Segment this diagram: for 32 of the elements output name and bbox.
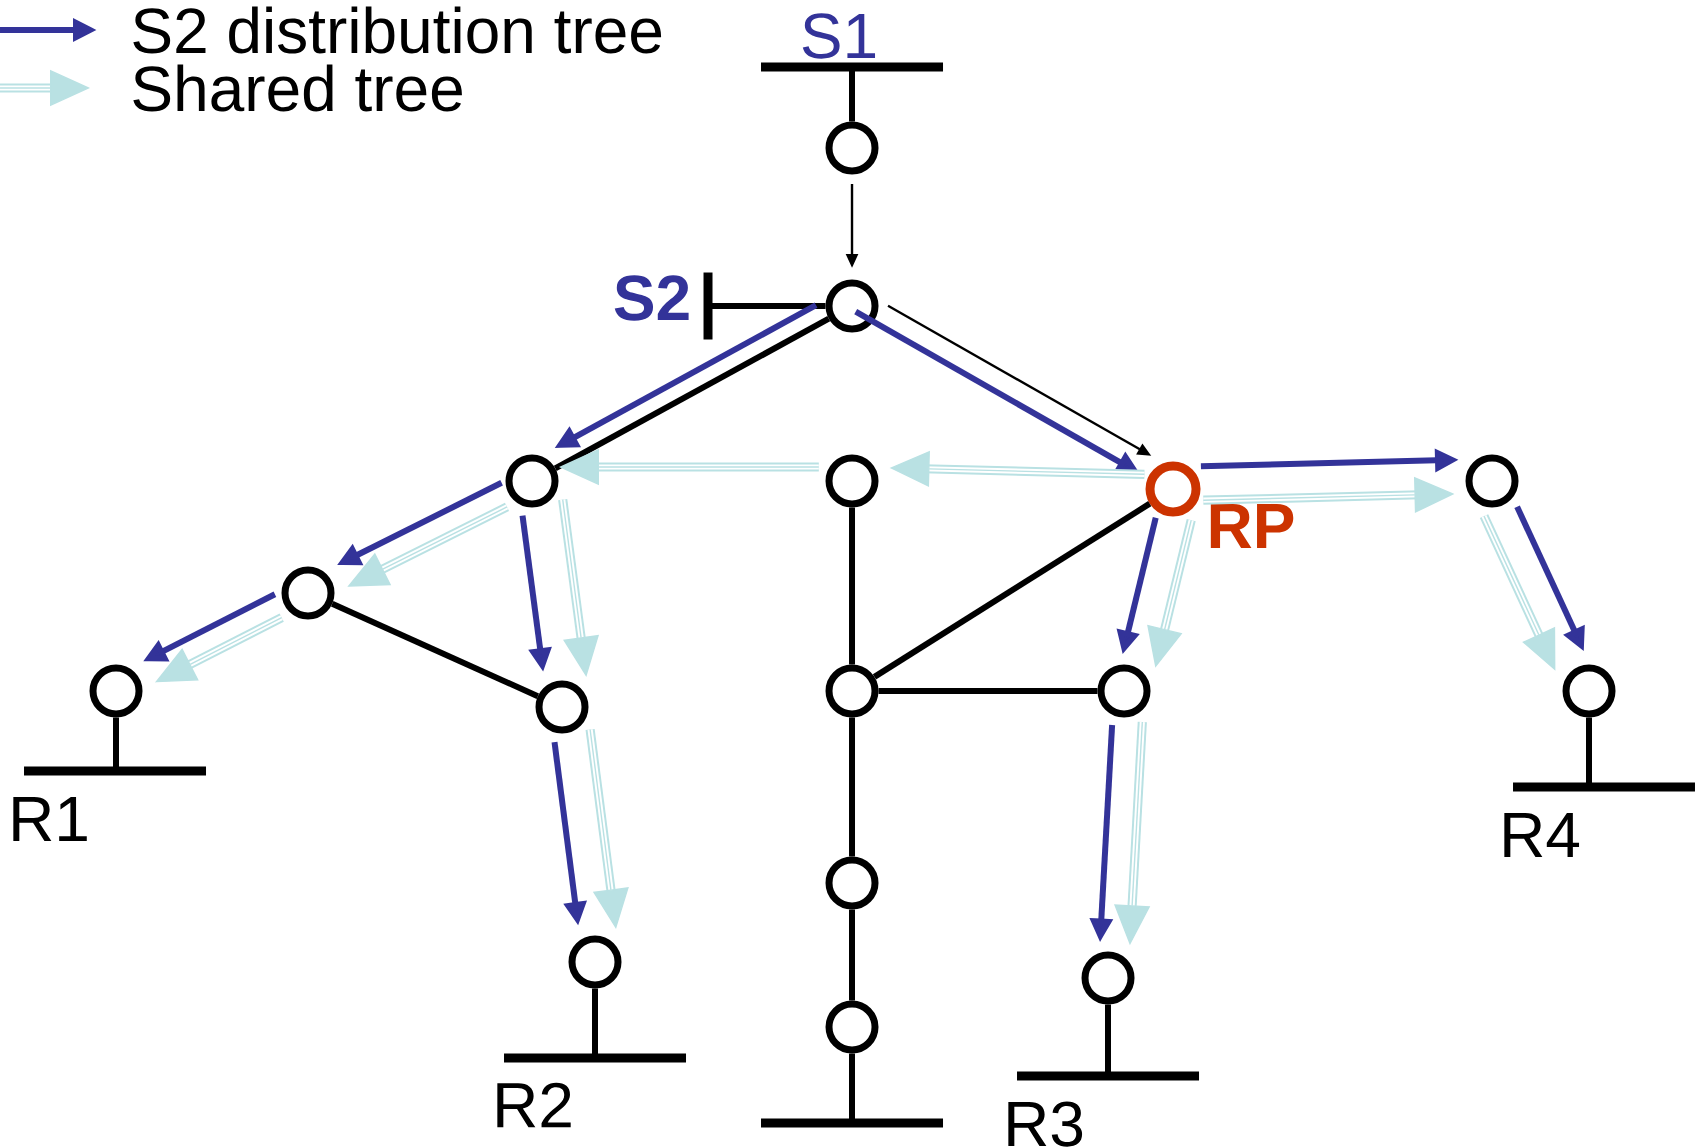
router-circle	[825, 121, 879, 175]
router-circle	[535, 680, 589, 734]
router-circle	[825, 279, 879, 333]
router-circle	[825, 856, 879, 910]
legend-label: Shared tree	[133, 64, 462, 112]
router-circle	[825, 1000, 879, 1054]
router-circle	[1562, 664, 1616, 718]
link-line	[553, 316, 831, 471]
router-circle	[281, 566, 335, 620]
link-line	[849, 717, 855, 857]
link-line	[872, 501, 1152, 680]
node-label: R3	[1008, 1101, 1083, 1147]
link-line	[849, 507, 855, 665]
node-label: R2	[497, 1082, 571, 1128]
node-label: R1	[13, 797, 87, 842]
router-circle	[1097, 664, 1151, 718]
router-circle	[505, 454, 559, 508]
router-circle	[1081, 951, 1135, 1005]
link-line	[878, 688, 1098, 694]
router-circle	[568, 935, 622, 989]
node-label: R4	[1504, 813, 1580, 858]
legend-label: S2 distribution tree	[133, 6, 662, 54]
link-line	[849, 909, 855, 1001]
bar	[761, 1118, 943, 1128]
node-label: RP	[1210, 504, 1294, 549]
router-circle	[1465, 454, 1519, 508]
node-label: S1	[802, 13, 876, 59]
router-circle	[825, 454, 879, 508]
link-line	[330, 601, 540, 699]
router-circle	[825, 664, 879, 718]
node-label: S2	[614, 275, 689, 321]
router-circle	[89, 664, 143, 718]
